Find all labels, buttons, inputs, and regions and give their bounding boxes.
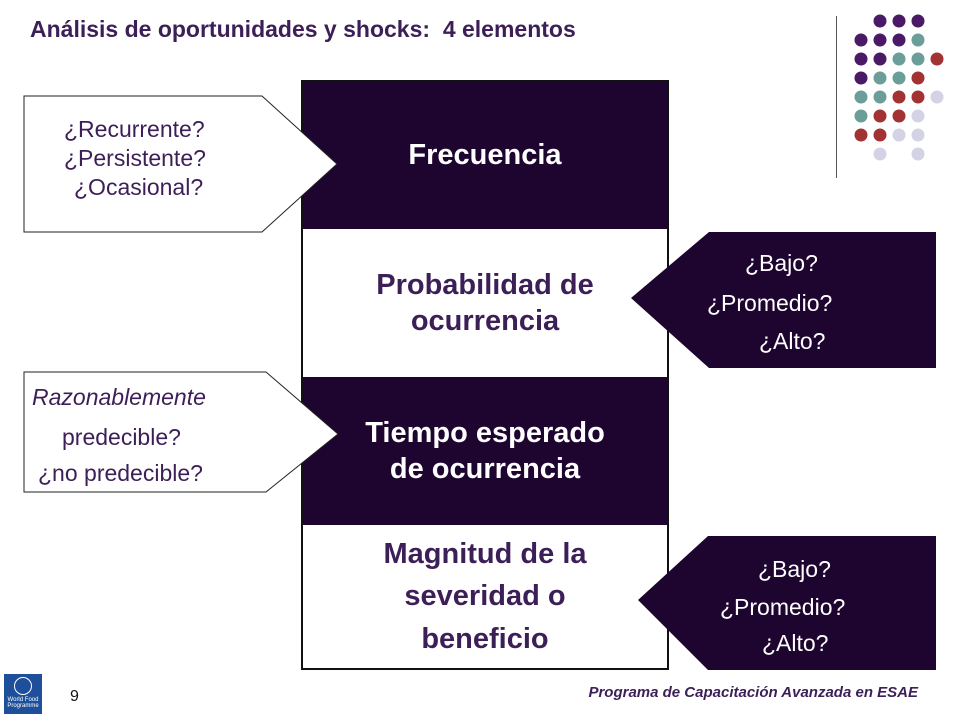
decorative-dot: [911, 128, 925, 142]
callout-predictability-line-1: Razonablemente: [32, 384, 206, 410]
decorative-dot: [854, 90, 868, 104]
decorative-dot: [873, 109, 887, 123]
cell-probability: Probabilidad de ocurrencia: [303, 229, 667, 377]
decorative-dot: [911, 147, 925, 161]
callout-magnitude-line-3: ¿Alto?: [762, 630, 829, 656]
footer-text: Programa de Capacitación Avanzada en ESA…: [588, 684, 918, 701]
decorative-dot: [854, 52, 868, 66]
decorative-dot: [911, 90, 925, 104]
callout-frequency-arrow-shape: [23, 95, 338, 233]
cell-magnitude-label: Magnitud de la severidad o beneficio: [383, 538, 587, 655]
callout-predictability-arrow-shape: [23, 371, 339, 493]
decorative-dot: [911, 109, 925, 123]
decorative-dot: [892, 52, 906, 66]
callout-frequency-line-2: ¿Persistente?: [64, 145, 206, 171]
decorative-dot: [892, 33, 906, 47]
decorative-dot: [930, 90, 944, 104]
cell-magnitude: Magnitud de la severidad o beneficio: [303, 525, 667, 668]
callout-frequency-line-1: ¿Recurrente?: [64, 116, 205, 142]
callout-magnitude-arrow-shape: [638, 536, 936, 670]
decorative-dot: [854, 109, 868, 123]
decorative-dot: [911, 33, 925, 47]
decorative-dot: [892, 71, 906, 85]
decorative-dot: [873, 71, 887, 85]
callout-probability-arrow-shape: [631, 232, 936, 368]
cell-frequency-label: Frecuencia: [408, 139, 562, 172]
callout-frequency-line-3: ¿Ocasional?: [74, 174, 204, 200]
elements-table: Frecuencia Probabilidad de ocurrencia Ti…: [301, 80, 669, 670]
decorative-dot: [873, 147, 887, 161]
decorative-dot: [930, 52, 944, 66]
page-number: 9: [70, 688, 79, 705]
decorative-dot: [911, 71, 925, 85]
callout-probability-line-3: ¿Alto?: [759, 328, 826, 354]
decorative-dot: [854, 33, 868, 47]
decorative-dot: [873, 90, 887, 104]
decorative-dot: [873, 52, 887, 66]
cell-frequency: Frecuencia: [303, 82, 667, 229]
page-title: Análisis de oportunidades y shocks: 4 el…: [30, 16, 576, 42]
decorative-dot: [873, 33, 887, 47]
decorative-dot: [873, 128, 887, 142]
callout-predictability-line-3: ¿no predecible?: [38, 460, 203, 486]
logo-text: World Food Programme: [7, 697, 39, 710]
callout-magnitude-line-2: ¿Promedio?: [720, 594, 846, 620]
callout-probability-line-1: ¿Bajo?: [745, 250, 818, 276]
globe-icon: [14, 677, 32, 695]
wfp-logo: World Food Programme: [4, 674, 42, 714]
decorative-dot: [892, 109, 906, 123]
decorative-dot: [911, 14, 925, 28]
decorative-dot: [873, 14, 887, 28]
decorative-dot: [854, 71, 868, 85]
callout-magnitude-line-1: ¿Bajo?: [758, 556, 831, 582]
decorative-dot: [911, 52, 925, 66]
decorative-dot: [854, 128, 868, 142]
divider-line: [836, 16, 837, 178]
decorative-dot: [892, 90, 906, 104]
cell-expected-time-label: Tiempo esperado de ocurrencia: [365, 416, 605, 485]
decorative-dot: [892, 14, 906, 28]
cell-expected-time: Tiempo esperado de ocurrencia: [303, 377, 667, 525]
decorative-dot: [892, 128, 906, 142]
callout-probability-line-2: ¿Promedio?: [707, 290, 833, 316]
callout-predictability-line-2: predecible?: [62, 424, 181, 450]
cell-probability-label: Probabilidad de ocurrencia: [376, 268, 594, 337]
